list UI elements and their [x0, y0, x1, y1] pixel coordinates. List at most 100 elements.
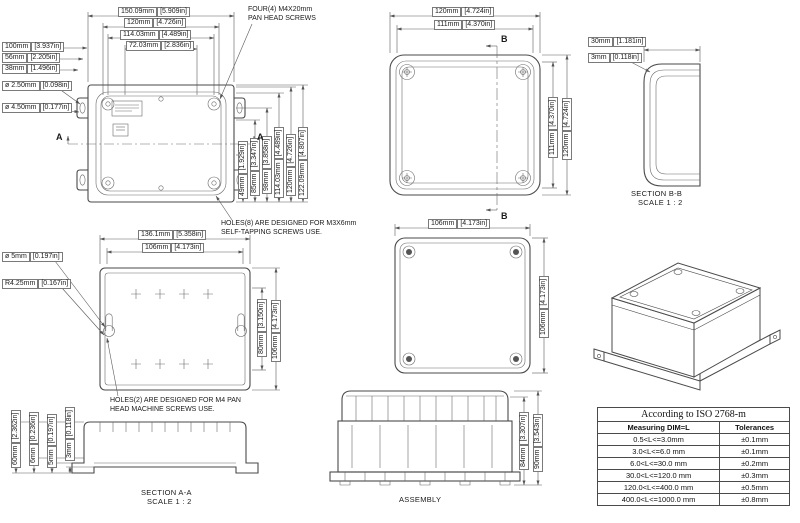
tolerance-cell: ±0.1mm — [719, 433, 790, 446]
front-right-dim-5: 122.09mm[4.807in] — [298, 127, 308, 199]
topview-right-dim-1: 120mm[4.724in] — [562, 97, 572, 160]
front-left-dim-4: ø 4.50mm[0.177in] — [2, 103, 73, 113]
assembly-geometry — [329, 390, 542, 486]
dim-mm: 72.03mm — [126, 41, 162, 51]
front-left-dim-3: ø 2.50mm[0.098in] — [2, 81, 73, 91]
assembly-caption: ASSEMBLY — [399, 495, 442, 504]
assembly-dim-0: 84mm[3.307in] — [519, 411, 529, 470]
tolerance-table-header-measuring: Measuring DIM=L — [596, 421, 721, 434]
assembly-dim-1: 90mm[3.543in] — [533, 413, 543, 472]
front-left-dim-1: 56mm[2.205in] — [2, 53, 61, 63]
note-line: HOLES(2) ARE DESIGNED FOR M4 PAN — [110, 397, 241, 404]
section-b-marker-bottom: B — [501, 211, 508, 221]
dim-in: [4.173in] — [271, 299, 281, 333]
tolerance-cell: ±0.3mm — [719, 469, 790, 482]
bottom-right-dim: 106mm[4.173in] — [539, 275, 549, 338]
front-right-dim-0: 49mm[1.929in] — [238, 140, 248, 199]
top-corner-screws — [399, 64, 531, 186]
front-right-dim-4: 120mm[4.726in] — [286, 133, 296, 196]
front-right-dim-2: 98mm[3.858in] — [262, 135, 272, 194]
topview-right-dim-0: 111mm[4.370in] — [548, 96, 558, 158]
dim-in: [4.173in] — [539, 275, 549, 309]
tolerance-cell: ±0.5mm — [719, 481, 790, 494]
dim-mm: 111mm — [548, 129, 558, 158]
dim-in: [3.307in] — [519, 411, 529, 445]
dim-in: [0.167in] — [38, 279, 72, 289]
topview-dim-0: 120mm[4.724in] — [432, 7, 495, 17]
dim-in: [4.173in] — [171, 243, 205, 253]
sectionbb-caption: SECTION B-B — [631, 189, 683, 198]
front-top-dim-3: 72.03mm[2.836in] — [126, 41, 195, 51]
dim-mm: 114.03mm — [274, 159, 284, 198]
dim-mm: ø 2.50mm — [2, 81, 40, 91]
dim-in: [4.726in] — [153, 18, 187, 28]
top-view-geometry — [389, 12, 571, 212]
dim-in: [4.807in] — [298, 127, 308, 160]
isometric-view-geometry — [593, 262, 781, 391]
back-right-dim-0: 80mm[3.150in] — [257, 298, 267, 357]
front-left-dim-2: 38mm[1.496in] — [2, 64, 61, 74]
tolerance-table-header-tolerances: Tolerances — [719, 421, 790, 434]
sectionaa-dim-2: 5mm[0.197in] — [47, 413, 57, 468]
dim-mm: 122.09mm — [298, 159, 308, 199]
bottom-screws — [402, 245, 523, 366]
dim-in: [5.358in] — [173, 230, 207, 240]
note-line: PAN HEAD SCREWS — [248, 14, 316, 22]
range-cell: 3.0<L<=6.0 mm — [596, 445, 721, 458]
front-top-dim-0: 150.09mm[5.909in] — [118, 7, 190, 17]
sectionaa-dim-1: 6mm[0.236in] — [29, 411, 39, 466]
dim-mm: 90mm — [533, 446, 543, 472]
sectionbb-scale: SCALE 1 : 2 — [638, 198, 683, 207]
connector-symbol — [112, 123, 129, 137]
dim-mm: 3mm — [65, 439, 75, 461]
front-right-dim-1: 85mm[3.347in] — [250, 137, 260, 196]
dim-in: [1.181in] — [613, 37, 647, 47]
front-corner-screws — [101, 96, 221, 191]
back-top-dim-1: 106mm[4.173in] — [142, 243, 205, 253]
dim-mm: 3mm — [588, 53, 610, 63]
section-a-marker-left: A — [56, 132, 63, 142]
dim-mm: 56mm — [2, 53, 28, 63]
dim-mm: 120mm — [286, 166, 296, 196]
tolerance-cell: ±0.8mm — [719, 493, 790, 506]
dim-mm: R4.25mm — [2, 279, 39, 289]
dim-in: [0.236in] — [29, 411, 39, 445]
note-line: SELF-TAPPING SCREWS USE. — [221, 228, 322, 236]
front-right-dim-3: 114.03mm[4.489in] — [274, 126, 284, 198]
dim-mm: 150.09mm — [118, 7, 158, 17]
dim-mm: 106mm — [142, 243, 172, 253]
sectionaa-scale: SCALE 1 : 2 — [147, 497, 192, 506]
dim-mm: 120mm — [124, 18, 154, 28]
note-line: HOLES(8) ARE DESIGNED FOR M3X6mm — [221, 220, 357, 227]
tolerance-cell: ±0.1mm — [719, 445, 790, 458]
dim-mm: 49mm — [238, 173, 248, 199]
sectionaa-dim-0: 60mm[2.362in] — [11, 409, 21, 468]
section-a-marker-right: A — [257, 132, 264, 142]
dim-in: [4.726in] — [286, 133, 296, 167]
note-line: FOUR(4) M4X20mm — [248, 6, 313, 13]
sectionaa-dim-3: 3mm[0.118in] — [65, 407, 75, 461]
sectionbb-dim-0: 30mm[1.181in] — [588, 37, 647, 47]
dim-mm: 100mm — [2, 42, 32, 52]
front-left-dim-0: 100mm[3.937in] — [2, 42, 65, 52]
range-cell: 120.0<L<=400.0 mm — [596, 481, 721, 494]
dim-in: [2.836in] — [161, 41, 195, 51]
dim-in: [4.370in] — [462, 20, 496, 30]
dim-mm: 106mm — [428, 219, 458, 229]
back-view-geometry — [54, 235, 280, 397]
dim-in: [0.197in] — [47, 413, 57, 447]
range-cell: 30.0<L<=120.0 mm — [596, 469, 721, 482]
back-top-dim-0: 136.1mm[5.358in] — [138, 230, 207, 240]
dim-mm: 30mm — [588, 37, 614, 47]
dim-in: [2.362in] — [11, 409, 21, 443]
table-row: 30.0<L<=120.0 mm±0.3mm — [596, 469, 790, 482]
dim-mm: 98mm — [262, 168, 272, 194]
front-right-extension-lines — [236, 84, 308, 203]
back-left-dim-1: R4.25mm[0.167in] — [2, 279, 72, 289]
dim-in: [3.543in] — [533, 413, 543, 447]
tolerance-cell: ±0.2mm — [719, 457, 790, 470]
back-right-dim-1: 106mm[4.173in] — [271, 299, 281, 362]
note-holes2: HOLES(2) ARE DESIGNED FOR M4 PAN HEAD MA… — [110, 397, 241, 414]
